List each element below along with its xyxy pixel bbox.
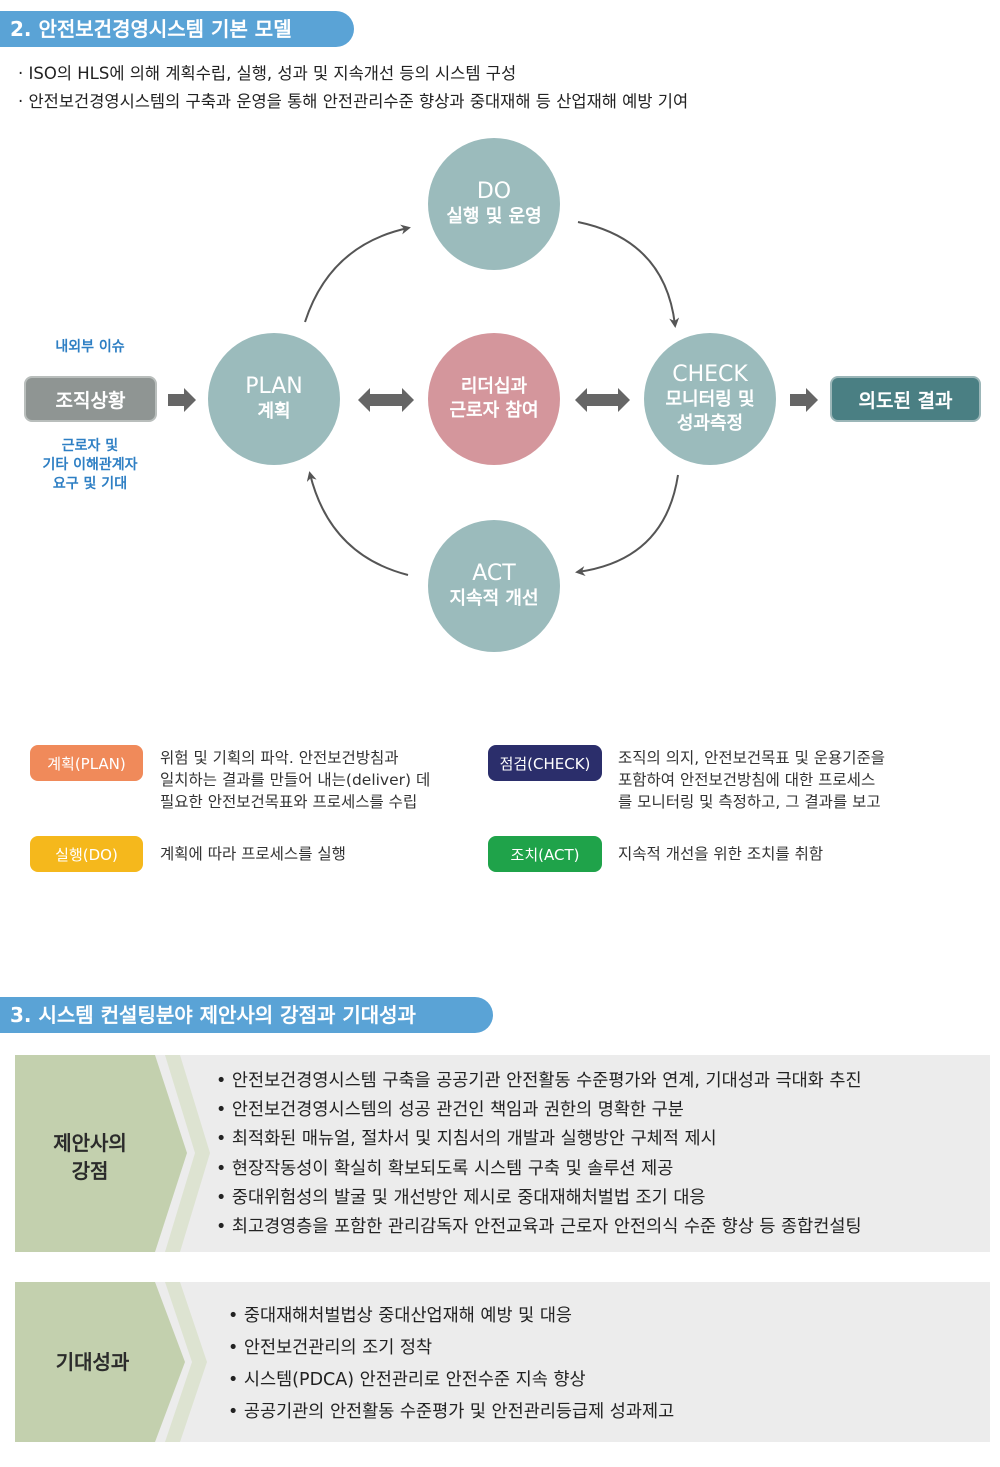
outcomes-panel: 기대성과 • 중대재해처벌법상 중대산업재해 예방 및 대응 • 안전보건관리의… [15,1282,990,1442]
check-kor-line2: 성과측정 [676,413,744,434]
strength-item-5: • 중대위험성의 발굴 및 개선방안 제시로 중대재해처벌법 조기 대응 [216,1188,706,1208]
context-box: 조직상황 [24,376,157,422]
stakeholder-line2: 기타 이해관계자 [42,457,138,473]
strengths-label-line2: 강점 [71,1159,109,1183]
legend-plan-desc-3: 필요한 안전보건목표와 프로세스를 수립 [160,793,418,811]
strengths-label: 제안사의 강점 [25,1129,155,1185]
section2-bullet-2: · 안전보건경영시스템의 구축과 운영을 통해 안전관리수준 향상과 중대재해 … [18,92,689,111]
outcome-item-2: • 안전보건관리의 조기 정착 [228,1338,433,1358]
plan-eng-label: PLAN [245,374,303,399]
double-arrow-plan-center [358,388,414,412]
arrow-check-to-act [575,474,679,576]
stakeholder-line1: 근로자 및 [61,438,119,454]
legend-plan-pill: 계획(PLAN) [30,745,143,781]
legend-do-desc: 계획에 따라 프로세스를 실행 [160,845,346,863]
check-kor-line1: 모니터링 및 [665,389,755,410]
do-eng-label: DO [476,179,512,204]
do-kor-label: 실행 및 운영 [446,206,542,227]
strengths-panel: 제안사의 강점 • 안전보건경영시스템 구축을 공공기관 안전활동 수준평가와 … [15,1055,990,1252]
arrow-context-to-plan [168,388,196,412]
outcome-item-3: • 시스템(PDCA) 안전관리로 안전수준 지속 향상 [228,1370,586,1390]
strength-item-2: • 안전보건경영시스템의 성공 관건인 책임과 권한의 명확한 구분 [216,1100,684,1120]
double-arrow-center-check [575,388,630,412]
arrow-do-to-check [577,221,680,328]
arrow-plan-to-do [304,224,411,323]
result-box: 의도된 결과 [830,376,981,422]
leadership-line2: 근로자 참여 [449,400,539,421]
act-circle: ACT 지속적 개선 [428,520,560,652]
pdca-arrows [168,221,818,576]
legend-act-pill: 조치(ACT) [488,836,602,872]
stakeholder-line3: 요구 및 기대 [52,476,128,492]
strengths-label-shape [15,1055,210,1252]
legend-check-desc-3: 를 모니터링 및 측정하고, 그 결과를 보고 [618,793,881,811]
do-circle: DO 실행 및 운영 [428,138,560,270]
act-eng-label: ACT [472,561,516,586]
plan-kor-label: 계획 [257,401,291,422]
strengths-label-line1: 제안사의 [53,1131,127,1155]
stakeholder-label: 근로자 및 기타 이해관계자 요구 및 기대 [20,437,160,494]
legend-plan-desc-1: 위험 및 기획의 파악. 안전보건방침과 [160,749,399,767]
outcomes-label-shape [15,1282,207,1442]
legend-do-pill: 실행(DO) [30,836,143,872]
check-circle: CHECK 모니터링 및 성과측정 [644,333,776,465]
leadership-circle: 리더십과 근로자 참여 [428,333,560,465]
strength-item-6: • 최고경영층을 포함한 관리감독자 안전교육과 근로자 안전의식 수준 향상 … [216,1217,862,1237]
legend-check-desc-1: 조직의 의지, 안전보건목표 및 운용기준을 [618,749,886,767]
outcome-item-4: • 공공기관의 안전활동 수준평가 및 안전관리등급제 성과제고 [228,1402,675,1422]
strength-item-4: • 현장작동성이 확실히 확보되도록 시스템 구축 및 솔루션 제공 [216,1159,674,1179]
section3-title: 3. 시스템 컨설팅분야 제안사의 강점과 기대성과 [0,997,493,1033]
arrow-check-to-result [790,388,818,412]
plan-circle: PLAN 계획 [208,333,340,465]
legend-act-desc: 지속적 개선을 위한 조치를 취함 [618,845,824,863]
section2-title: 2. 안전보건경영시스템 기본 모델 [0,11,354,47]
leadership-line1: 리더십과 [460,376,528,397]
check-eng-label: CHECK [672,362,748,387]
outcome-item-1: • 중대재해처벌법상 중대산업재해 예방 및 대응 [228,1306,573,1326]
strength-item-1: • 안전보건경영시스템 구축을 공공기관 안전활동 수준평가와 연계, 기대성과… [216,1071,862,1091]
legend-check-pill: 점검(CHECK) [488,745,602,781]
legend-plan-desc-2: 일치하는 결과를 만들어 내는(deliver) 데 [160,771,431,789]
section2-bullet-1: · ISO의 HLS에 의해 계획수립, 실행, 성과 및 지속개선 등의 시스… [18,64,517,83]
outcomes-label: 기대성과 [55,1350,130,1374]
act-kor-label: 지속적 개선 [449,588,539,609]
strength-item-3: • 최적화된 매뉴얼, 절차서 및 지침서의 개발과 실행방안 구체적 제시 [216,1129,717,1149]
issue-label: 내외부 이슈 [55,339,125,355]
legend-check-desc: 조직의 의지, 안전보건목표 및 운용기준을 포함하여 안전보건방침에 대한 프… [618,747,948,813]
legend-check-desc-2: 포함하여 안전보건방침에 대한 프로세스 [618,771,876,789]
legend-plan-desc: 위험 및 기획의 파악. 안전보건방침과 일치하는 결과를 만들어 내는(del… [160,747,470,813]
arrow-act-to-plan [306,471,409,576]
